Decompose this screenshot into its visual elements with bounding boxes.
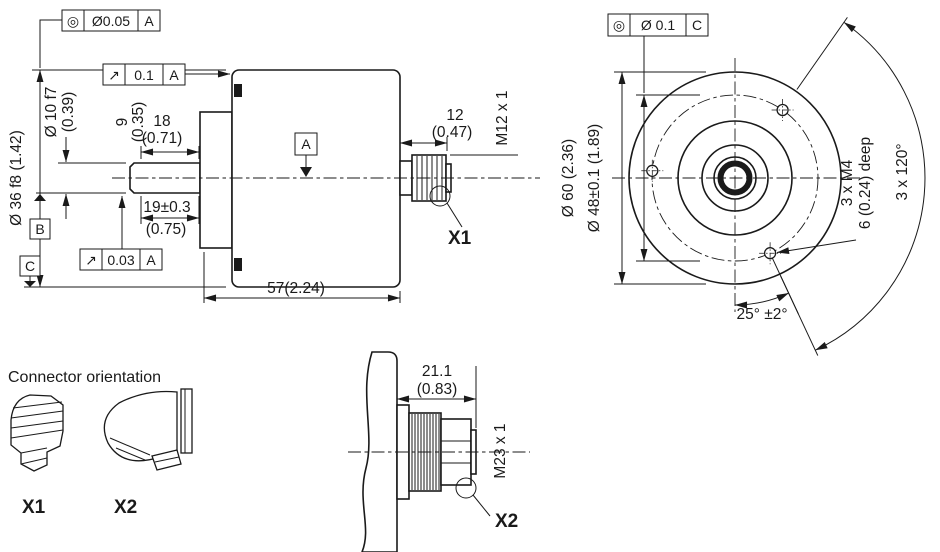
clamp-slot-top xyxy=(234,84,242,97)
dim-19-inch: (0.75) xyxy=(146,221,187,238)
datum-b-label: B xyxy=(35,221,44,237)
runout-bottom-datum: A xyxy=(146,252,156,268)
dim-21-inch: (0.83) xyxy=(417,381,458,398)
holes-thread: 3 x M4 xyxy=(839,159,856,206)
holes-depth: 6 (0.24) deep xyxy=(857,137,874,229)
dim-57: 57(2.24) xyxy=(267,280,325,297)
gdt-concentricity-leader xyxy=(39,19,62,68)
dim-19-group: 19±0.3 (0.75) xyxy=(140,196,200,238)
dim-57-group: 57(2.24) xyxy=(203,252,401,303)
legend-x1-label: X1 xyxy=(22,497,46,518)
dim-18-group: 18 (0.71) xyxy=(140,113,200,159)
datum-a-label: A xyxy=(301,136,311,152)
datum-c: C xyxy=(19,255,41,287)
dim-flange-diameter: Ø 60 (2.36) xyxy=(560,139,577,217)
runout-icon: ↗ xyxy=(85,252,97,268)
dim-shaft-diameter-inch: (0.39) xyxy=(60,92,77,133)
dim-12: 12 xyxy=(446,107,463,124)
concentricity-datum: A xyxy=(144,13,154,29)
gdt-frame-runout-top: ↗ 0.1 A xyxy=(102,63,231,86)
datum-b-triangle-icon xyxy=(34,194,46,201)
x1-connector-label: X1 xyxy=(448,228,472,249)
dim-body-diameter-group: Ø 36 f8 (1.42) xyxy=(8,69,226,288)
x2-connector-label: X2 xyxy=(495,511,518,532)
datum-a: A xyxy=(294,132,318,177)
runout-top-tolerance: 0.1 xyxy=(134,67,154,83)
dim-body-diameter: Ø 36 f8 (1.42) xyxy=(8,130,25,226)
runout-icon: ↗ xyxy=(108,67,120,83)
gdt-frame-concentricity: ◎ Ø0.05 A xyxy=(61,9,161,32)
runout-top-datum: A xyxy=(169,67,179,83)
legend-title: Connector orientation xyxy=(8,369,161,386)
position-icon: ◎ xyxy=(613,17,625,33)
datum-c-triangle-icon xyxy=(24,281,36,287)
encoder-body xyxy=(231,69,401,288)
gdt-frame-runout-bottom: ↗ 0.03 A xyxy=(79,195,163,271)
concentricity-tolerance: Ø0.05 xyxy=(92,13,130,29)
dim-shaft-diameter-group: Ø 10 f7 (0.39) xyxy=(36,87,126,219)
thread-m12: M12 x 1 xyxy=(494,90,511,145)
gdt-frame-position: ◎ Ø 0.1 C xyxy=(607,13,709,37)
dim-hole-angle: 25° ±2° xyxy=(736,306,787,323)
dim-9-inch: (0.35) xyxy=(130,102,147,143)
dim-120-group: 3 x 120° xyxy=(780,17,926,356)
mounting-holes xyxy=(641,99,794,265)
dim-25-group: 25° ±2° xyxy=(734,257,799,323)
dim-bolt-circle: Ø 48±0.1 (1.89) xyxy=(586,124,603,232)
dim-bolt-circle-group: Ø 48±0.1 (1.89) xyxy=(586,94,700,262)
thread-m23: M23 x 1 xyxy=(492,423,509,478)
x1-callout: X1 xyxy=(429,185,472,249)
clamp-slot-bottom xyxy=(234,258,242,271)
connector-detail-view: 21.1 (0.83) M23 x 1 X2 xyxy=(348,351,530,552)
x2-orientation-icon xyxy=(103,388,193,471)
side-view: Ø 36 f8 (1.42) ◎ Ø0.05 A Ø 10 f7 (0.39) … xyxy=(8,9,540,303)
dim-12-group: 12 (0.47) M12 x 1 xyxy=(399,90,518,156)
x1-orientation-icon xyxy=(10,394,64,472)
datum-a-triangle-icon xyxy=(300,167,312,177)
dim-19: 19±0.3 xyxy=(143,199,190,216)
legend-x2-label: X2 xyxy=(114,497,137,518)
datum-c-label: C xyxy=(25,258,35,274)
front-view: 3 x 120° 25° ±2° 3 x M4 6 (0.24) deep Ø … xyxy=(560,13,926,356)
dim-12-inch: (0.47) xyxy=(432,124,473,141)
runout-bottom-tolerance: 0.03 xyxy=(107,252,134,268)
dim-shaft-diameter: Ø 10 f7 xyxy=(43,87,60,138)
concentricity-icon: ◎ xyxy=(67,13,79,29)
datum-b: B xyxy=(29,194,51,240)
dim-hole-spacing: 3 x 120° xyxy=(894,143,911,200)
dim-18-inch: (0.71) xyxy=(142,130,183,147)
x2-callout: X2 xyxy=(455,477,518,532)
dim-21-group: 21.1 (0.83) xyxy=(396,363,477,428)
flange xyxy=(199,111,233,249)
m4-callout: 3 x M4 6 (0.24) deep xyxy=(776,137,874,255)
dim-flange-diameter-group: Ø 60 (2.36) xyxy=(560,71,706,285)
position-tolerance: Ø 0.1 xyxy=(641,17,675,33)
connector-orientation-legend: Connector orientation X1 X2 xyxy=(8,369,193,518)
dim-9: 9 xyxy=(114,118,131,127)
dim-21: 21.1 xyxy=(422,363,452,380)
dim-18: 18 xyxy=(153,113,170,130)
position-datum: C xyxy=(692,17,702,33)
